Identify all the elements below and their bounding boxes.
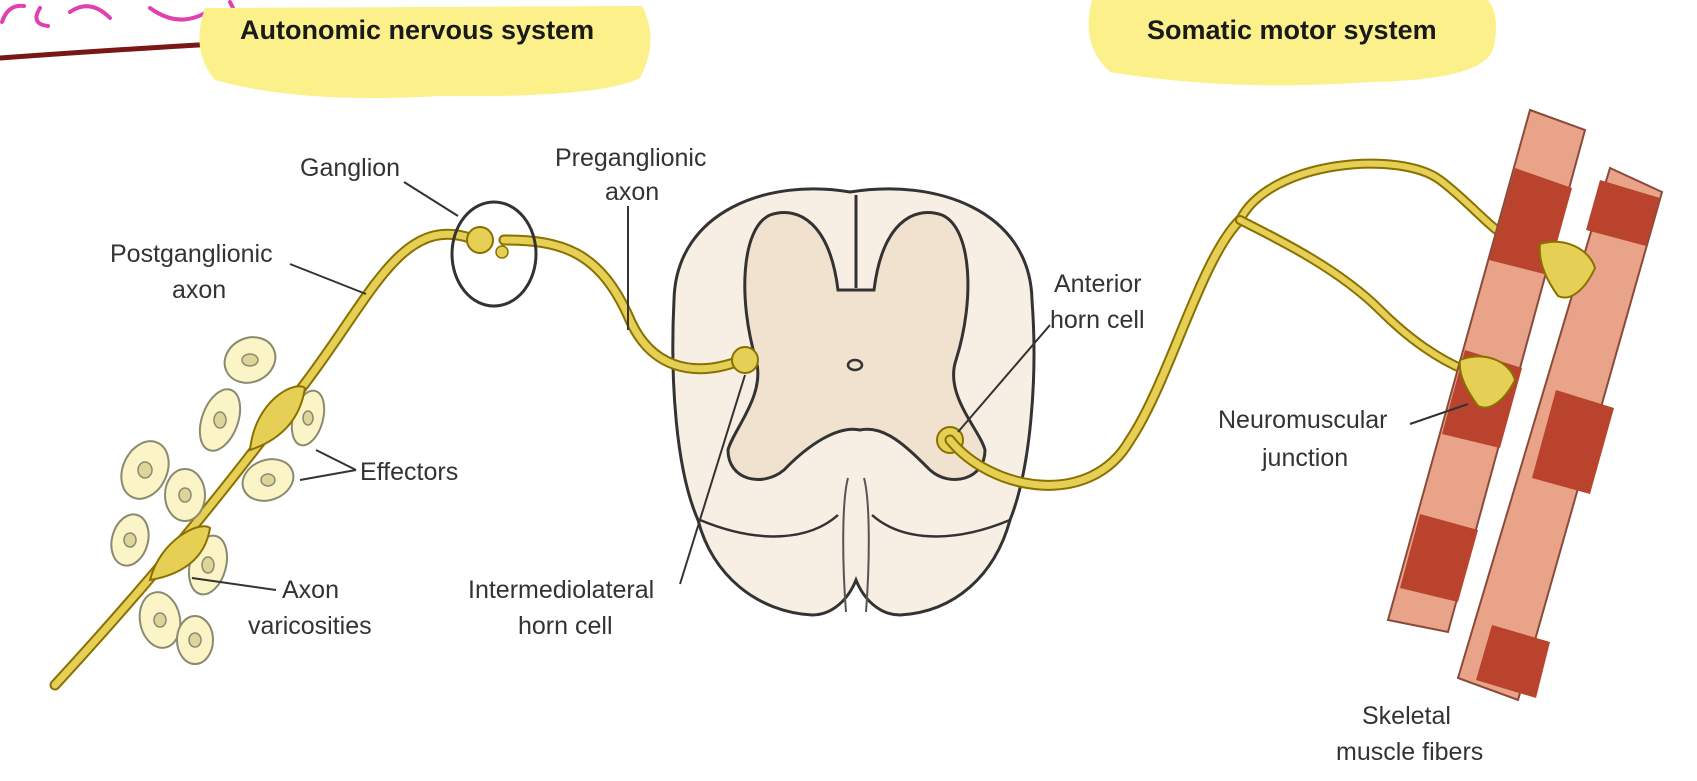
skeletal-label-line2: muscle fibers — [1336, 738, 1483, 766]
effectors-leader — [300, 450, 356, 480]
ganglion-leader — [404, 182, 458, 216]
spinal-cord-section — [673, 189, 1034, 615]
intermediolateral-label: Intermediolateral — [468, 576, 654, 604]
ganglion-cell — [467, 227, 493, 253]
somatic-header: Somatic motor system — [1147, 15, 1437, 45]
skeletal-label: Skeletal — [1362, 702, 1451, 730]
intermediolateral-cell-body — [732, 347, 758, 373]
skeletal-muscle-fibers — [1388, 110, 1662, 700]
axon-branch-lower — [1240, 220, 1465, 370]
ganglion-circle — [452, 202, 536, 306]
anterior-horn-label-line2: horn cell — [1050, 306, 1145, 334]
varicosities-label-line2: varicosities — [248, 612, 372, 640]
postganglionic-label-line2: axon — [172, 276, 226, 304]
anterior-horn-label: Anterior — [1054, 270, 1142, 298]
nmj-label: Neuromuscular — [1218, 406, 1388, 434]
annotation-underline — [0, 44, 215, 58]
intermediolateral-label-line2: horn cell — [518, 612, 613, 640]
varicosities-label: Axon — [282, 576, 339, 604]
postganglionic-label: Postganglionic — [110, 240, 273, 268]
preganglionic-label-line2: axon — [605, 178, 659, 206]
postganglionic-leader — [290, 264, 366, 294]
ganglion-label: Ganglion — [300, 154, 400, 182]
autonomic-header: Autonomic nervous system — [240, 15, 594, 45]
preganglionic-label: Preganglionic — [555, 144, 707, 172]
nmj-label-line2: junction — [1261, 444, 1348, 472]
effectors-label: Effectors — [360, 458, 458, 486]
